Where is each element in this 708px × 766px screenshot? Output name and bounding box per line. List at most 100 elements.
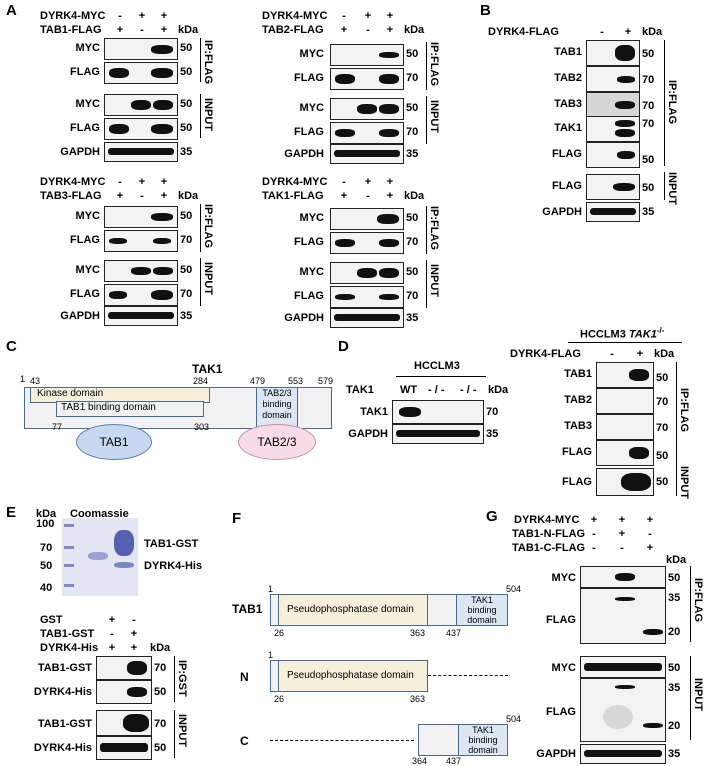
ip-flag-label: IP:FLAG [428,42,440,86]
sign: + [364,10,372,22]
row-label: TAB1 [564,368,592,380]
row-label: FLAG [562,446,592,458]
sign: + [636,348,644,360]
tab2-flag-label: TAB2-FLAG [262,24,324,36]
row-label: TAK1 [360,406,388,418]
ip-bracket [200,38,201,82]
row-label: MYC [75,264,100,276]
mw-marker: 50 [180,66,193,78]
input-bracket [174,710,175,758]
kda-label: kDa [178,24,199,36]
mw-marker: 50 [180,42,193,54]
blot-strip [330,44,404,66]
blot-strip [104,62,178,84]
sign: + [624,26,632,38]
row-label: GAPDH [284,148,324,160]
mw-marker: 70 [406,290,419,302]
blot-strip [580,566,666,588]
blot-strip [330,262,404,284]
row-label: DYRK4-His [33,742,92,754]
tab1-construct-label: TAB1 [232,602,263,616]
ip-flag-label: IP:FLAG [202,204,214,248]
row-label: TAB2 [554,72,582,84]
kda-label: kDa [666,554,687,566]
mw-marker: 70 [406,236,419,248]
mw-marker: 50 [180,122,193,134]
blot-strip [104,260,178,282]
row-label: TAK1 [554,122,582,134]
row-label: MYC [551,572,576,584]
ip-flag-label: IP:FLAG [678,388,690,432]
sign: + [116,190,124,202]
sign: + [160,10,168,22]
input-label: INPUT [202,262,214,295]
cell-line-underline [568,342,682,343]
kda-label: kDa [404,190,425,202]
sign: + [386,10,394,22]
tab1-flag-label: TAB1-FLAG [40,24,102,36]
ladder-mark: 70 [40,542,53,554]
row-label: DYRK4-His [33,686,92,698]
row-label: TAB1-GST [37,718,92,730]
tak1-genotype-label: TAK1 [346,384,374,396]
blot-strip [96,736,152,760]
sign: - [140,190,144,202]
sign: - [648,528,652,540]
sign: - [140,24,144,36]
blot-strip [330,208,404,230]
blot-strip [392,424,484,444]
mw-marker: 50 [656,476,669,488]
blot-strip [104,206,178,228]
sign: - [118,10,122,22]
sign: - [366,190,370,202]
blot-strip [596,388,654,414]
blot-strip [96,680,152,704]
blot-strip [586,116,640,142]
row-label: FLAG [70,122,100,134]
row-label: FLAG [70,234,100,246]
input-bracket [676,466,677,496]
kda-label: kDa [178,190,199,202]
blot-strip [104,94,178,116]
input-label: INPUT [678,466,690,499]
row-label: MYC [299,102,324,114]
residue-number: 26 [274,628,285,638]
mw-marker: 35 [180,146,193,158]
residue-number: 77 [52,422,63,432]
input-bracket [200,258,201,306]
n-construct-label: N [240,670,249,684]
panel-letter-a: A [6,2,17,19]
blot-strip [586,202,640,222]
blot-strip [330,122,404,144]
tab1-binding-domain: TAB1 binding domain [56,401,204,417]
mw-marker: 70 [486,406,499,418]
mw-marker: 50 [154,686,167,698]
tak1-title: TAK1 [192,362,223,376]
c-construct-label: C [240,734,249,748]
row-label: GAPDH [536,748,576,760]
blot-strip [104,284,178,306]
residue-number: 303 [194,422,210,432]
ip-bracket [664,40,665,166]
residue-number: 284 [193,376,209,386]
ip-flag-label: IP:FLAG [666,80,678,124]
tab1-c-flag-label: TAB1-C-FLAG [512,542,586,554]
blot-strip [580,588,666,644]
row-label: GAPDH [284,312,324,324]
input-label: INPUT [692,678,704,711]
residue-number: 479 [250,376,266,386]
tak1-binding-domain: TAK1 binding domain [456,594,508,626]
blot-strip [392,400,484,424]
mw-marker: 50 [642,48,655,60]
residue-number: 553 [288,376,304,386]
blot-strip [586,142,640,168]
sign: - [592,528,596,540]
mw-marker: 70 [154,718,167,730]
sign: + [108,614,116,626]
tab23-oval: TAB2/3 [238,424,316,460]
sign: + [130,642,138,654]
gel-label: TAB1-GST [144,538,199,550]
mw-marker: 20 [668,720,681,732]
blot-strip [330,286,404,308]
row-label: GAPDH [542,206,582,218]
